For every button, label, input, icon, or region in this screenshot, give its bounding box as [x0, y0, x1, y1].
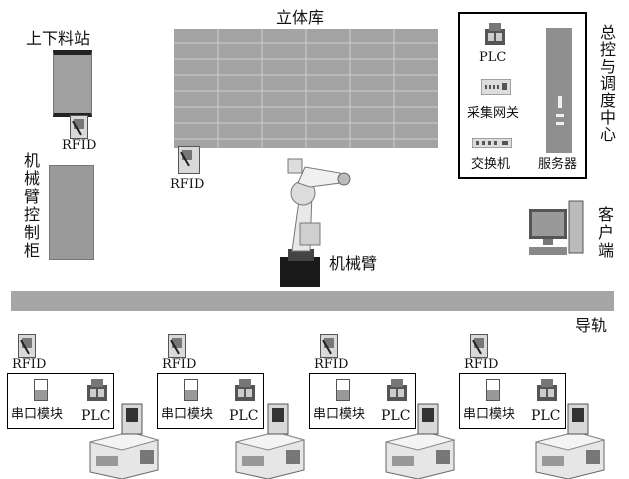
plc-icon [387, 379, 407, 401]
rail-label: 导轨 [575, 316, 608, 335]
rfid-icon [178, 146, 200, 174]
rfid-icon [470, 334, 488, 358]
rfid-icon [70, 115, 88, 139]
arm-control-cabinet-label: 机械臂控制柜 [21, 152, 40, 260]
switch-label: 交换机 [471, 157, 511, 172]
rfid-label: RFID [464, 357, 499, 372]
serial-module-label: 串口模块 [11, 407, 64, 422]
rfid-icon [168, 334, 186, 358]
rfid-icon [320, 334, 338, 358]
robot-arm-label: 机械臂 [329, 254, 378, 273]
control-center-box [458, 12, 587, 179]
gateway-icon [481, 79, 511, 95]
cnc-machine-icon [385, 403, 456, 479]
rfid-label: RFID [62, 138, 97, 153]
rfid-label: RFID [162, 357, 197, 372]
serial-module-icon [336, 379, 350, 401]
plc-icon [485, 23, 505, 45]
plc-label: PLC [229, 408, 259, 424]
warehouse-shelves [174, 29, 438, 148]
serial-module-label: 串口模块 [313, 407, 366, 422]
plc-icon [235, 379, 255, 401]
warehouse-label: 立体库 [276, 8, 325, 27]
serial-module-icon [34, 379, 48, 401]
plc-icon [537, 379, 557, 401]
station-label: 上下料站 [26, 29, 91, 48]
plc-label: PLC [381, 408, 411, 424]
rfid-label: RFID [170, 177, 205, 192]
client-computer-icon [529, 200, 584, 255]
gateway-label: 采集网关 [467, 106, 520, 121]
control-center-label: 总控与调度中心 [597, 24, 616, 143]
serial-module-icon [486, 379, 500, 401]
rail [11, 291, 614, 311]
arm-control-cabinet [49, 165, 94, 260]
server-icon [546, 28, 572, 153]
cnc-machine-icon [535, 403, 606, 479]
switch-icon [472, 138, 512, 148]
plc-label: PLC [81, 408, 111, 424]
cell-controller-box [309, 373, 416, 429]
plc-label: PLC [531, 408, 561, 424]
plc-icon [87, 379, 107, 401]
robot-arm-icon [280, 158, 351, 287]
plc-label: PLC [479, 50, 507, 65]
serial-module-icon [184, 379, 198, 401]
cnc-machine-icon [89, 403, 160, 479]
serial-module-label: 串口模块 [161, 407, 214, 422]
server-label: 服务器 [538, 157, 578, 172]
rfid-icon [18, 334, 36, 358]
client-label: 客户端 [595, 206, 614, 260]
rfid-label: RFID [12, 357, 47, 372]
cnc-machine-icon [235, 403, 306, 479]
loading-station [53, 50, 92, 117]
serial-module-label: 串口模块 [463, 407, 516, 422]
rfid-label: RFID [314, 357, 349, 372]
